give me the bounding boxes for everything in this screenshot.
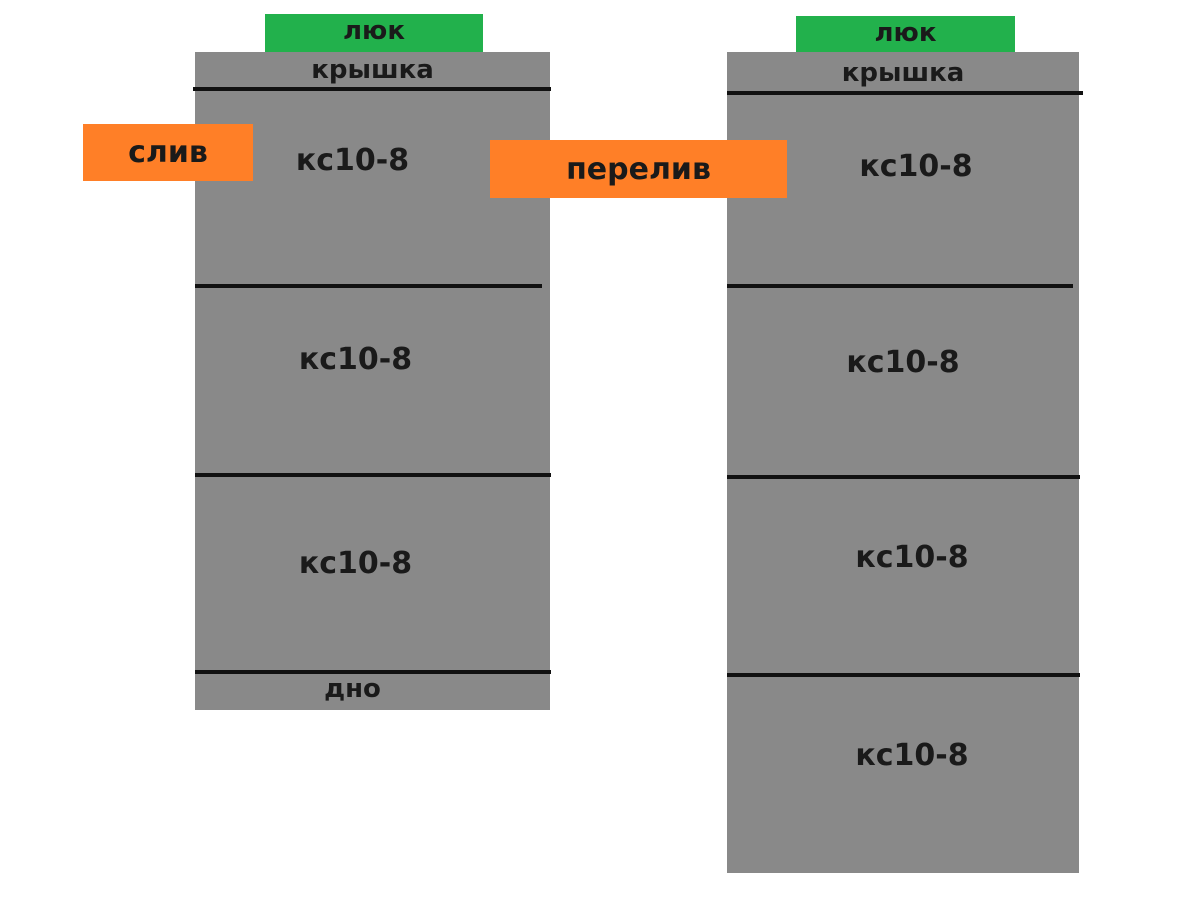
left-well-ring-2-label: кс10-8 [298,342,413,377]
overflow-pipe-label: перелив [566,151,711,187]
right-well-ring-4-label: кс10-8 [855,738,969,773]
right-well-ring-divider-2 [727,475,1080,479]
drain-pipe: слив [83,124,253,181]
right-well-cover-label: крышка [841,58,965,88]
left-well-ring-1-label: кс10-8 [295,143,410,178]
right-well-ring-1-label: кс10-8 [859,149,973,184]
right-well-ring-3-label: кс10-8 [855,540,969,575]
left-well-cover-label: крышка [311,55,434,85]
left-well-hatch: люк [265,14,483,52]
left-well-bottom-divider [195,670,551,674]
right-well-hatch: люк [796,16,1015,52]
drain-pipe-label: слив [128,135,208,170]
left-well-ring-divider-2 [195,473,551,477]
right-well-ring-2-label: кс10-8 [846,345,960,380]
left-well-ring-3-label: кс10-8 [298,546,413,581]
left-well-ring-divider-1 [195,284,542,288]
overflow-pipe: перелив [490,140,787,198]
right-well-ring-divider-3 [727,673,1080,677]
left-well-cover-divider [193,87,551,91]
left-well-bottom-label: дно [324,674,381,704]
right-well-cover-divider [727,91,1083,95]
right-well-ring-divider-1 [727,284,1073,288]
